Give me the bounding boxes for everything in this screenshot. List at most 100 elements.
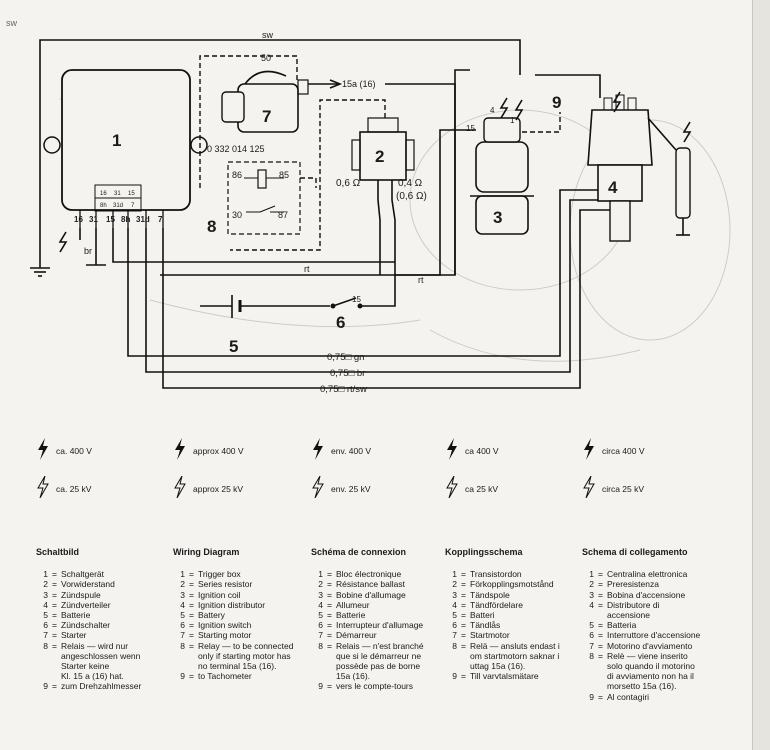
key-row: 3=Zündspule [36, 590, 141, 600]
key-number: 7 [318, 630, 323, 641]
key-equals: = [189, 620, 194, 631]
wire-rtsw-label: 0,75□ rt/sw [320, 384, 367, 395]
key-heading: Schema di collegamento [582, 547, 688, 557]
key-text: Allumeur [336, 599, 370, 610]
key-equals [48, 651, 61, 661]
bolt-solid-icon [313, 438, 323, 460]
key-number [311, 671, 323, 681]
key-equals: = [598, 599, 603, 610]
key-row: possède pas de borne [311, 661, 424, 671]
key-equals: = [327, 681, 332, 692]
key-row: angeschlossen wenn [36, 651, 141, 661]
key-equals: = [598, 640, 603, 651]
key-text: Vorwiderstand [61, 579, 115, 590]
page-edge [752, 0, 770, 750]
key-equals [185, 651, 198, 661]
key-text: Batterie [61, 610, 91, 621]
key-row: Starter keine [36, 661, 141, 671]
key-number: 3 [180, 589, 185, 600]
key-row: 8=Relä — ansluts endast i [445, 641, 560, 651]
key-heading: Schéma de connexion [311, 547, 407, 557]
key-text: Bobine d'allumage [336, 589, 406, 600]
key-row: 8=Relais — n'est branché [311, 640, 423, 651]
voltage-25kv: ca. 25 kV [56, 484, 92, 494]
component-5-label: 5 [229, 337, 238, 356]
key-text: zum Drehzahlmesser [61, 681, 142, 692]
voltage-25kv: approx 25 kV [193, 484, 244, 494]
voltage-25kv: env. 25 kV [331, 484, 371, 494]
terminal-block-top-b: 31 [114, 191, 121, 197]
key-text: Preresistenza [607, 579, 659, 590]
coil-terminal-4: 4 [490, 106, 495, 115]
switch-terminal-15: 15 [352, 295, 361, 304]
trigger-box: 1 16 31 15 8h 31d 7 16 31 15 8h 31d 7 [43, 69, 208, 228]
key-number [36, 651, 48, 661]
key-text: 15a (16). [336, 671, 371, 682]
key-row: 8=Relay — to be connected [173, 641, 293, 651]
key-row: 9=vers le compte-tours [311, 681, 424, 691]
key-row: 4=Distributore di [582, 600, 700, 610]
relay-terminal-87: 87 [278, 210, 288, 220]
terminal-16-label: 16 [74, 215, 83, 224]
key-equals: = [189, 610, 194, 621]
key-row: 4=Tändfördelare [445, 600, 560, 610]
voltage-400: ca. 400 V [56, 446, 92, 456]
wire-rt-2-label: rt [418, 275, 424, 285]
key-row: 7=Startmotor [445, 630, 560, 640]
key-equals: = [52, 681, 57, 692]
key-text: Starter keine [61, 661, 110, 672]
key-number: 1 [43, 569, 48, 580]
key-equals: = [598, 589, 603, 600]
key-number: 4 [318, 599, 323, 610]
key-row: que si le démarreur ne [311, 651, 424, 661]
key-row: accensione [582, 610, 700, 620]
key-text: Batteria [607, 620, 637, 631]
key-row: only if starting motor has [173, 651, 293, 661]
key-text: om startmotorn saknar i [470, 650, 560, 661]
key-number: 5 [589, 620, 594, 631]
key-row: 4=Ignition distributor [173, 600, 293, 610]
key-number: 3 [589, 589, 594, 600]
key-equals: = [327, 640, 332, 651]
key-row: om startmotorn saknar i [445, 651, 560, 661]
key-text: Ignition switch [198, 620, 252, 631]
key-row: 7=Starter [36, 630, 141, 640]
terminal-block-top-a: 16 [100, 191, 107, 197]
wiring-diagram: 1 16 31 15 8h 31d 7 16 31 15 8h 31d 7 sw… [30, 30, 731, 395]
bolt-solid-icon [38, 438, 48, 460]
key-number [173, 661, 185, 671]
key-equals: = [598, 569, 603, 580]
wire-sw-label: sw [262, 30, 274, 40]
key-equals: = [598, 691, 603, 702]
key-number: 4 [452, 599, 457, 610]
key-number: 1 [452, 569, 457, 580]
key-number: 2 [180, 579, 185, 590]
voltage-400: approx 400 V [193, 446, 244, 456]
key-number: 8 [318, 640, 323, 651]
relay-terminal-86: 86 [232, 170, 242, 180]
key-row: 3=Bobine d'allumage [311, 590, 424, 600]
ignition-switch: 15 6 [330, 295, 363, 332]
key-number: 2 [589, 579, 594, 590]
key-row: 9=Till varvtalsmätare [445, 671, 560, 681]
key-row: 6=Zündschalter [36, 620, 141, 630]
key-number [173, 651, 185, 661]
key-text: Démarreur [336, 630, 377, 641]
key-number: 1 [318, 569, 323, 580]
key-equals: = [189, 579, 194, 590]
component-8-label: 8 [207, 217, 216, 236]
key-number: 9 [180, 671, 185, 682]
key-text: Al contagiri [607, 691, 650, 702]
key-row: 6=Ignition switch [173, 620, 293, 630]
key-text: Zündspule [61, 589, 101, 600]
key-number [445, 661, 457, 671]
terminal-31d-label: 31d [136, 215, 150, 224]
corner-mark: sw [6, 18, 17, 28]
wire-50-dashed [199, 55, 298, 188]
key-number: 9 [452, 671, 457, 682]
key-row: 6=Interruttore d'accensione [582, 630, 700, 640]
terminal-block-top-c: 15 [128, 191, 135, 197]
key-text: Motorino d'avviamento [607, 640, 693, 651]
key-row: 1=Schaltgerät [36, 569, 141, 579]
key-number: 5 [43, 610, 48, 621]
